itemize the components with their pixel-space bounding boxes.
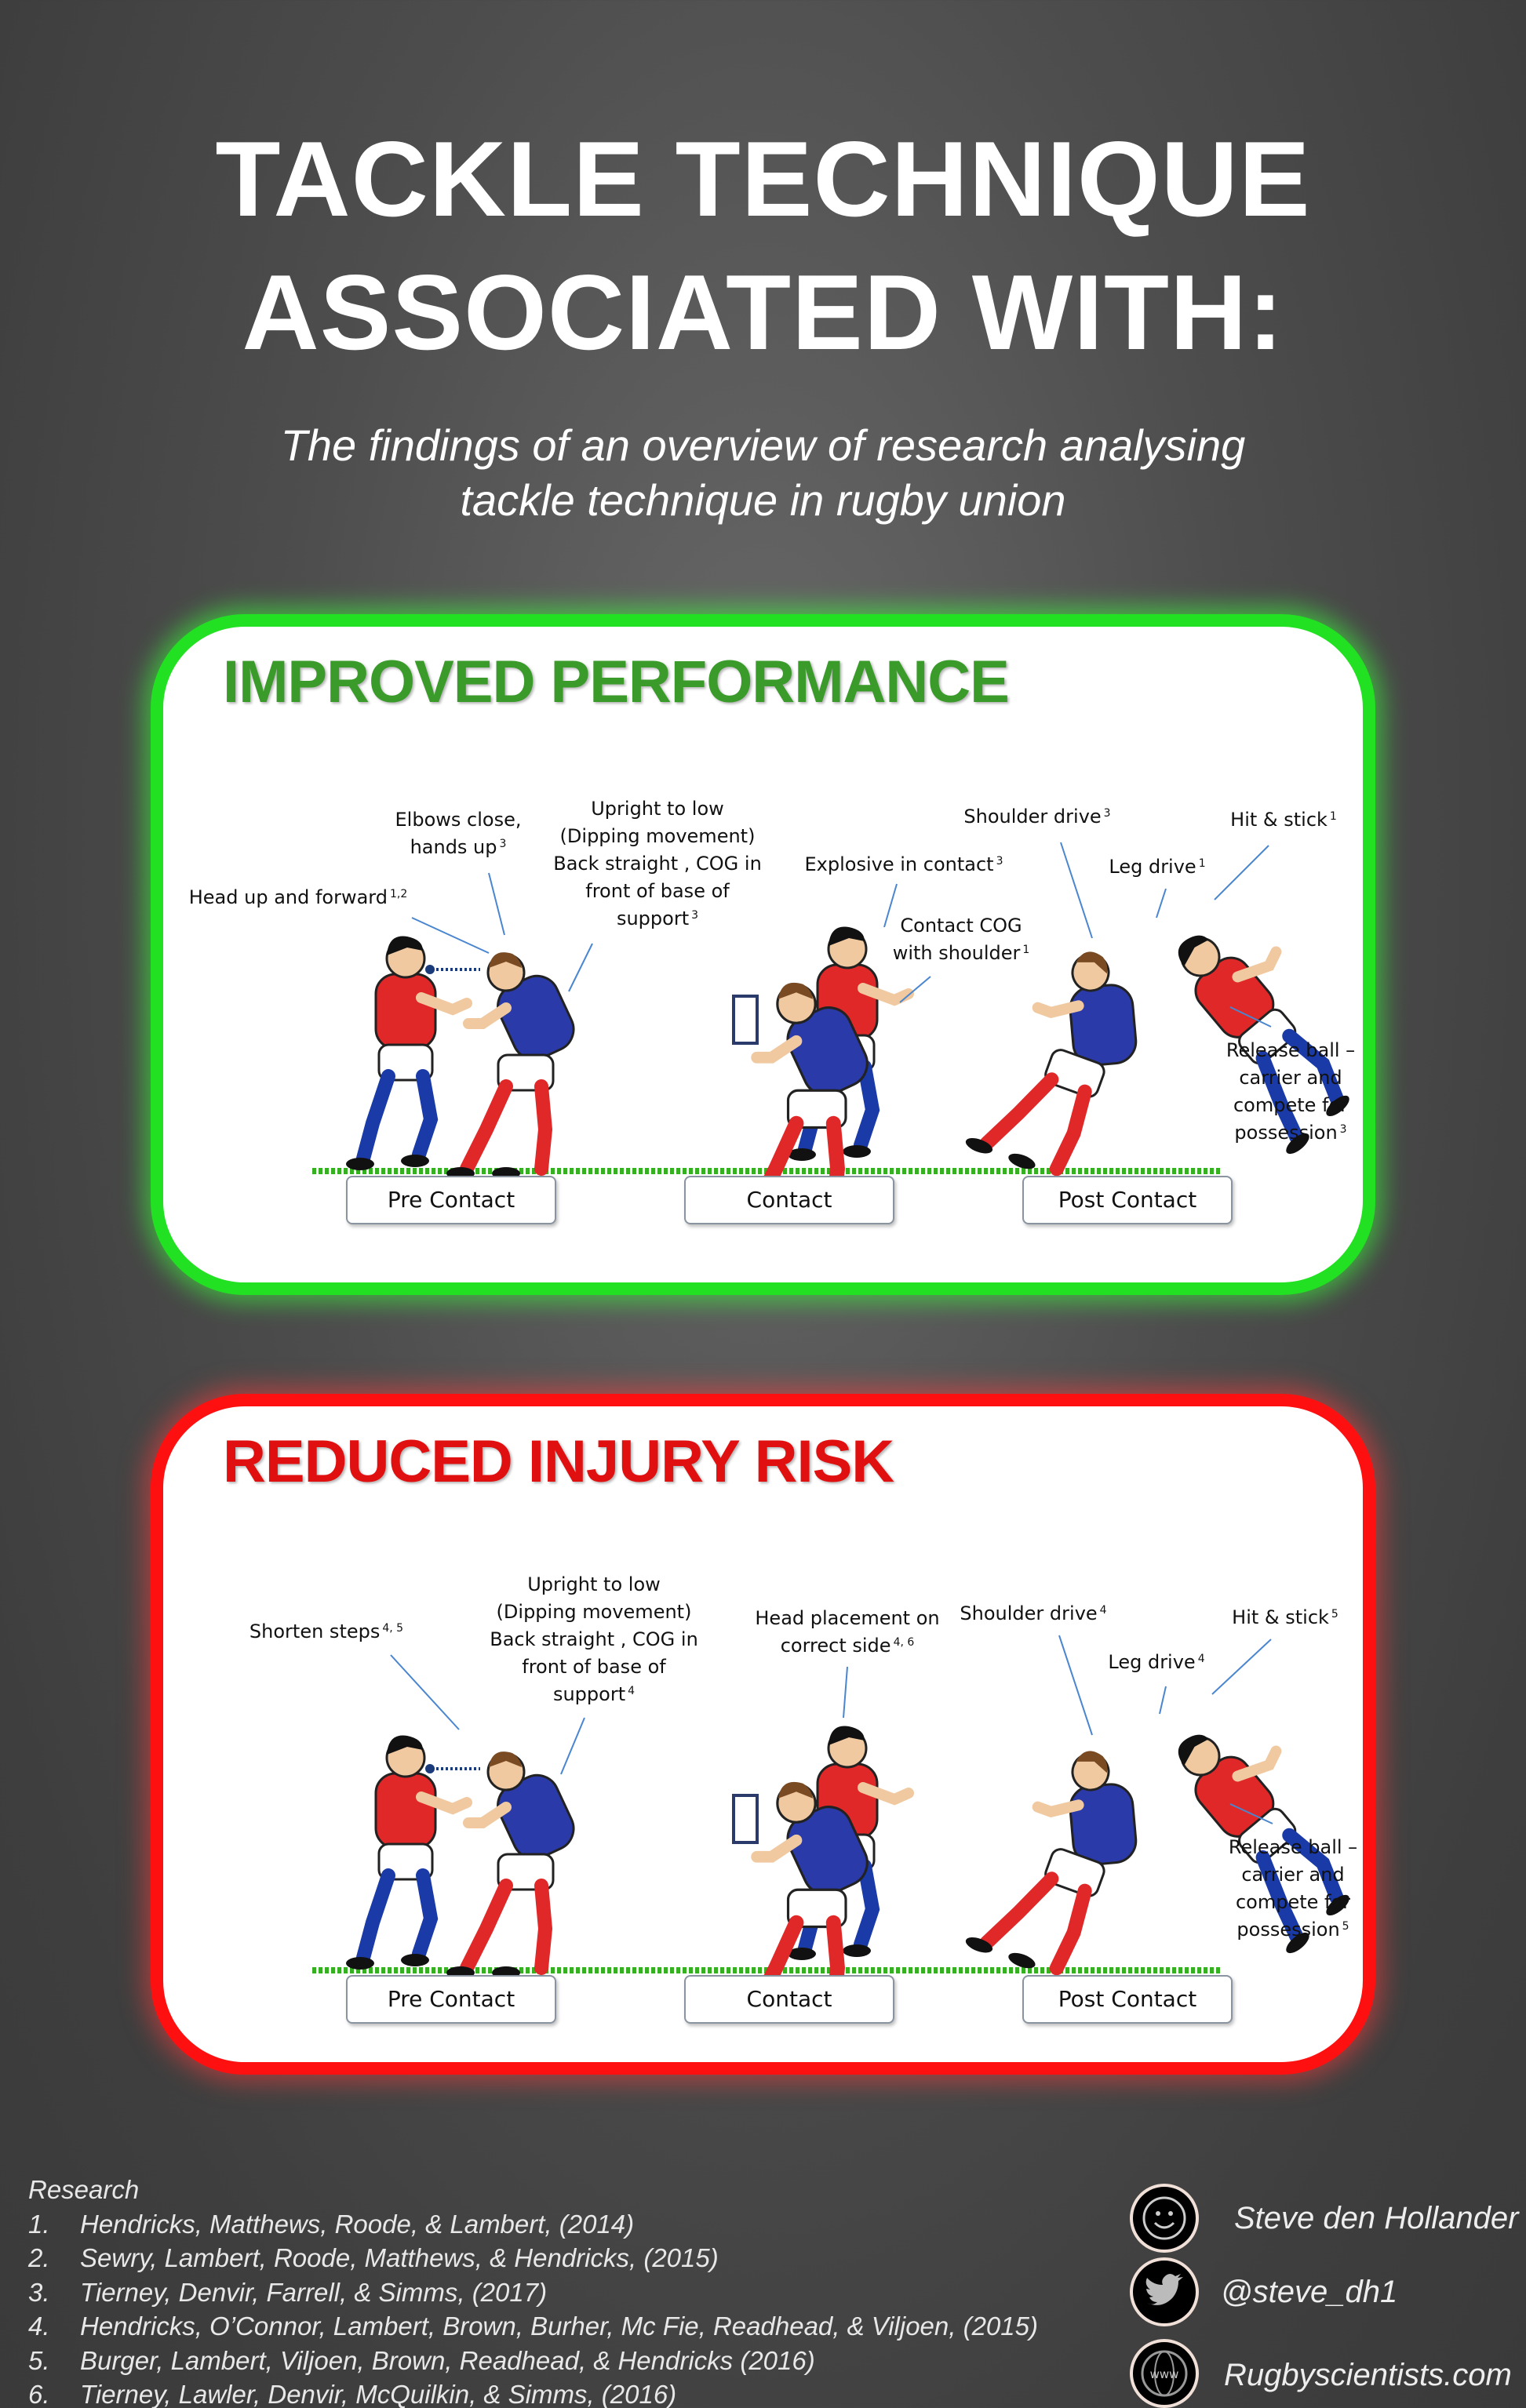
stage-contact: Contact: [684, 1176, 894, 1224]
annotation-upright-to-low: Upright to low(Dipping movement)Back str…: [553, 798, 762, 929]
twitter-handle[interactable]: @steve_dh1: [1221, 2275, 1398, 2309]
research-heading: Research: [28, 2175, 140, 2204]
title-line-2: ASSOCIATED WITH:: [242, 253, 1284, 372]
smiley-icon: [1130, 2184, 1199, 2253]
website-link[interactable]: Rugbyscientists.com: [1224, 2358, 1512, 2392]
twitter-icon[interactable]: [1130, 2257, 1199, 2326]
website-globe-icon[interactable]: www: [1130, 2339, 1199, 2408]
annotation-upright-to-low: Upright to low(Dipping movement)Back str…: [490, 1573, 698, 1705]
www-label: www: [1150, 2367, 1179, 2381]
stage-post-contact: Post Contact: [1022, 1176, 1233, 1224]
injury-figures: [312, 1700, 1383, 2021]
reference-item: 4.Hendricks, O’Connor, Lambert, Brown, B…: [28, 2312, 1038, 2341]
stage-pre-contact: Pre Contact: [346, 1176, 556, 1224]
performance-heading: IMPROVED PERFORMANCE: [223, 649, 1010, 715]
injury-heading: REDUCED INJURY RISK: [223, 1428, 894, 1495]
reference-item: 5.Burger, Lambert, Viljoen, Brown, Readh…: [28, 2345, 815, 2375]
reference-item: 2.Sewry, Lambert, Roode, Matthews, & Hen…: [28, 2243, 719, 2272]
stage-post-contact: Post Contact: [1022, 1975, 1233, 2024]
author-name: Steve den Hollander: [1234, 2201, 1519, 2235]
performance-figures: [312, 900, 1383, 1221]
injury-panel: [151, 1394, 1375, 2075]
research-references: Research 1.Hendricks, Matthews, Roode, &…: [28, 2173, 1038, 2408]
stage-pre-contact: Pre Contact: [346, 1975, 556, 2024]
subtitle-line-1: The findings of an overview of research …: [280, 420, 1246, 470]
title-line-1: TACKLE TECHNIQUE: [215, 119, 1311, 238]
reference-item: 1.Hendricks, Matthews, Roode, & Lambert,…: [28, 2209, 635, 2239]
subtitle-line-2: tackle technique in rugby union: [460, 475, 1066, 525]
reference-item: 6.Tierney, Lawler, Denvir, McQuilkin, & …: [28, 2380, 677, 2408]
reference-item: 3.Tierney, Denvir, Farrell, & Simms, (20…: [28, 2277, 548, 2307]
stage-contact: Contact: [684, 1975, 894, 2024]
